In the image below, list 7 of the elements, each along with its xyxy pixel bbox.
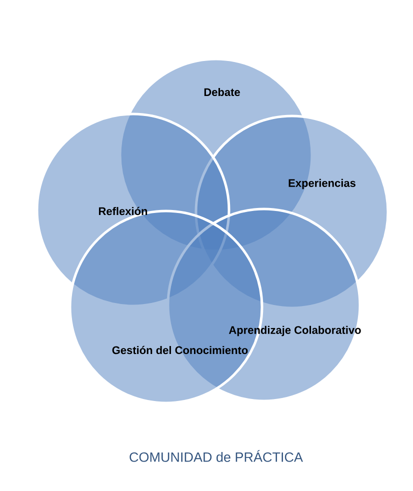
circle-label: Experiencias: [288, 178, 356, 190]
venn-circle: [194, 114, 390, 310]
circle-label: Aprendizaje Colaborativo: [228, 326, 361, 336]
circle-label: Debate: [204, 88, 240, 96]
circle-label: Reflexión: [98, 206, 148, 216]
title: COMUNIDAD de PRÁCTICA: [130, 450, 303, 462]
circle-label: Gestión del Conocimiento: [112, 346, 248, 354]
